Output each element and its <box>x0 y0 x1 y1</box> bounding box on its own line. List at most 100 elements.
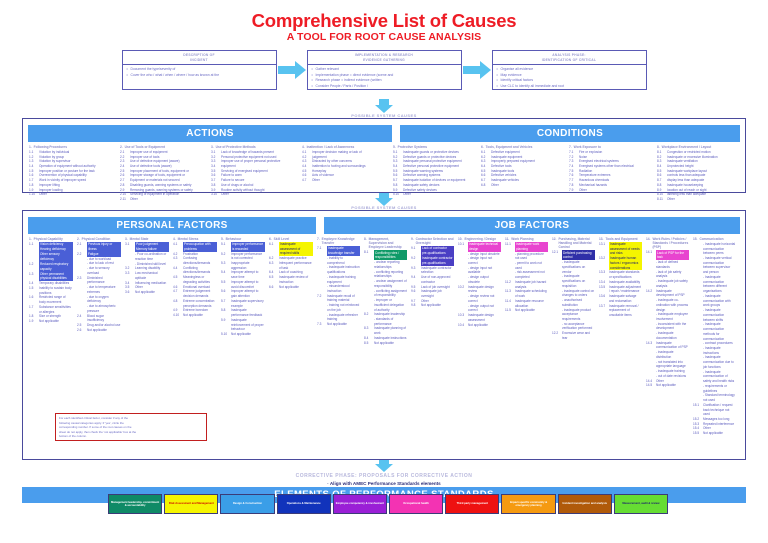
cause-item[interactable]: inadequate specifications on vendor <box>552 260 595 274</box>
cause-item[interactable]: due to lack of rest <box>77 261 121 266</box>
cause-item[interactable]: misunderstood instruction <box>317 284 360 293</box>
cause-item[interactable]: inadequate instruction qualifications <box>317 265 360 274</box>
eps-cell[interactable]: Management leadership, commitment & acco… <box>108 494 163 514</box>
cause-item[interactable]: due to temperature extremes <box>77 285 121 294</box>
eps-cell[interactable]: Employee competency & involvement <box>332 494 388 514</box>
eps-cell[interactable]: Measurement, audit & review <box>613 494 669 514</box>
cause-item[interactable]: Poor co-ordination or reaction time <box>125 252 169 261</box>
cause-item[interactable]: conflicting assignment of responsibility <box>364 289 407 298</box>
cause-item[interactable]: design output not correct <box>458 304 501 313</box>
cause-item[interactable]: unclear reporting relationships <box>364 260 407 269</box>
cause-item[interactable]: lack of job safety analysis <box>646 270 689 279</box>
cause-item[interactable]: improper or insufficient delegation of a… <box>364 298 407 312</box>
cause-item[interactable]: risk assessment not completed <box>505 270 548 279</box>
eps-cell[interactable]: Risk Assessment and Management <box>164 494 219 514</box>
cause-item[interactable]: Inadequate communication of safety and h… <box>693 370 736 384</box>
cause-item[interactable]: due to oxygen deficiency <box>77 295 121 304</box>
cause-item[interactable]: inadequate job safety analysis <box>646 279 689 288</box>
cause-item[interactable]: Inadequate communication methods for com… <box>693 322 736 341</box>
cause-item[interactable]: planning procedure not used <box>505 252 548 261</box>
cause-item[interactable]: standards of performance <box>364 317 407 326</box>
eps-cell[interactable]: Design & Construction <box>220 494 275 514</box>
cause-item[interactable]: due to sensory overload <box>77 266 121 275</box>
cause-item[interactable]: inadequate distribution <box>646 350 689 359</box>
cause-item[interactable]: inability to comprehend <box>317 256 360 265</box>
cause-item[interactable]: training not reinforced on the job <box>317 303 360 312</box>
cause-item[interactable]: inadequate co-ordination with process de… <box>646 298 689 312</box>
cause-item[interactable]: contract procedures <box>693 341 736 346</box>
cause-item[interactable]: inadequate employee involvement <box>646 312 689 321</box>
cause-item[interactable]: no acceptance verification performed <box>552 322 595 331</box>
eps-cell[interactable]: Operations & Maintenance <box>276 494 331 514</box>
